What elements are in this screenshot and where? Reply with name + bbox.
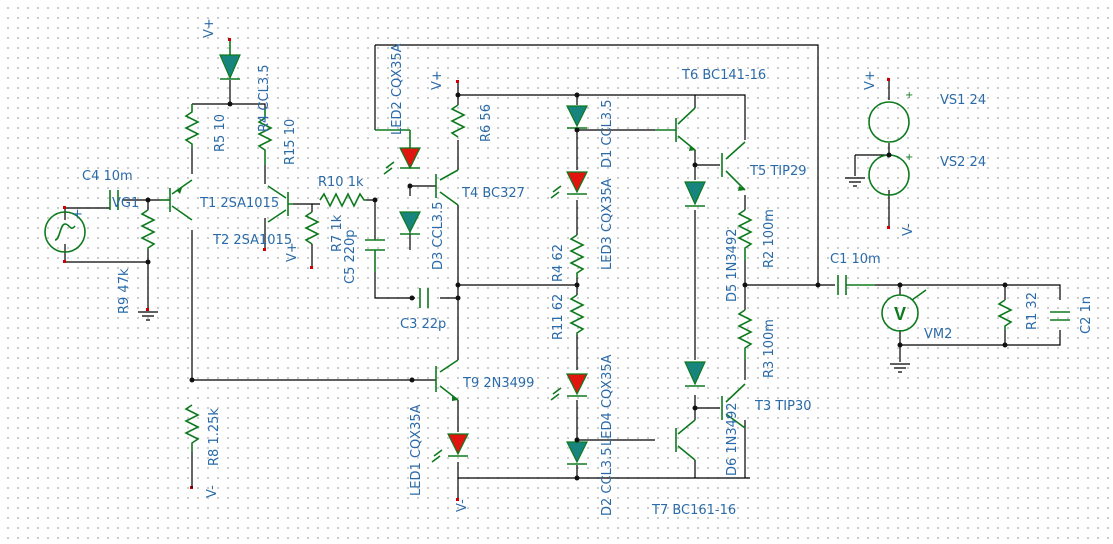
- resistor-r4-62[interactable]: [569, 234, 585, 278]
- label-vs1: VS1 24: [940, 93, 986, 108]
- label-t6: T6 BC141-16: [681, 68, 766, 83]
- resistor-r3[interactable]: [737, 309, 753, 360]
- pin-markers: [63, 38, 890, 501]
- capacitor-c3[interactable]: [419, 288, 429, 308]
- current-source-d2[interactable]: [566, 441, 588, 465]
- label-c3: C3 22p: [400, 317, 446, 332]
- diode-d5[interactable]: [684, 181, 706, 207]
- transistor-t2[interactable]: [267, 185, 293, 223]
- label-vminus-3: V-: [901, 223, 916, 236]
- label-t7: T7 BC161-16: [651, 503, 736, 518]
- diode-d6[interactable]: [684, 361, 706, 387]
- resistor-r8[interactable]: [184, 404, 200, 488]
- resistor-r11[interactable]: [569, 294, 585, 335]
- current-source-r4[interactable]: [219, 40, 241, 80]
- ground-symbols: [845, 177, 910, 373]
- label-r8: R8 1.25k: [207, 408, 222, 466]
- label-t1: T1 2SA1015: [199, 196, 279, 211]
- signal-generator-vg1[interactable]: +: [44, 207, 86, 253]
- capacitor-c5[interactable]: [365, 239, 385, 272]
- label-r6: R6 56: [479, 104, 494, 142]
- svg-text:+: +: [905, 90, 913, 101]
- label-d1: D1 CCL3.5: [600, 100, 615, 169]
- label-vplus-3: V+: [863, 70, 878, 90]
- label-led3: LED3 CQX35A: [600, 178, 615, 270]
- labels: C4 10m VG1 T1 2SA1015 T2 2SA1015 R10 1k …: [82, 18, 1094, 518]
- label-r10: R10 1k: [318, 175, 364, 190]
- label-r4: R4 CCL3.5: [257, 64, 272, 132]
- label-r3: R3 100m: [762, 319, 777, 378]
- label-c2: C2 1n: [1079, 296, 1094, 334]
- label-r5: R5 10: [213, 114, 228, 152]
- label-vminus-2: V-: [455, 499, 470, 512]
- led-led1[interactable]: [431, 433, 469, 463]
- resistor-r10[interactable]: [319, 192, 366, 208]
- label-t9: T9 2N3499: [462, 376, 534, 391]
- label-vplus-2: V+: [430, 70, 445, 90]
- label-r4-62: R4 62: [551, 244, 566, 282]
- led-led3[interactable]: [550, 171, 588, 199]
- label-r1: R1 32: [1025, 292, 1040, 330]
- transistor-t6[interactable]: [655, 107, 696, 151]
- label-c4: C4 10m: [82, 169, 133, 184]
- junction-dots: [145, 92, 1008, 481]
- transistor-t1[interactable]: [160, 179, 193, 221]
- transistor-t5[interactable]: [721, 141, 746, 191]
- capacitor-c4[interactable]: [109, 190, 119, 210]
- label-d5: D5 1N3492: [725, 229, 740, 303]
- resistor-r6[interactable]: [450, 104, 466, 138]
- transistor-t4[interactable]: [435, 169, 459, 206]
- resistor-r9[interactable]: [138, 209, 158, 321]
- supply-vs2[interactable]: +: [868, 152, 913, 196]
- transistor-t9[interactable]: [435, 359, 459, 401]
- voltmeter-vm2[interactable]: V: [881, 289, 927, 332]
- transistor-t7[interactable]: [675, 419, 696, 461]
- label-d6: D6 1N3492: [725, 403, 740, 477]
- led-led2[interactable]: [375, 129, 421, 175]
- label-c5: C5 220p: [343, 229, 358, 284]
- resistor-r5[interactable]: [184, 104, 200, 148]
- label-c1: C1 10m: [830, 252, 881, 267]
- label-r15: R15 10: [283, 119, 298, 165]
- label-vminus-1: V-: [205, 485, 220, 498]
- label-d3: D3 CCL3.5: [431, 202, 446, 271]
- label-led1: LED1 CQX35A: [409, 404, 424, 496]
- label-r9: R9 47k: [117, 268, 132, 314]
- label-r11: R11 62: [551, 294, 566, 340]
- current-source-d3[interactable]: [399, 211, 421, 235]
- capacitor-c2[interactable]: [1050, 311, 1070, 321]
- current-source-d1[interactable]: [566, 105, 588, 129]
- resistor-r15[interactable]: [257, 110, 273, 165]
- label-r2: R2 100m: [762, 209, 777, 268]
- supply-vs1[interactable]: +: [868, 90, 913, 143]
- svg-text:+: +: [72, 207, 83, 222]
- label-r7: R7 1k: [330, 214, 345, 252]
- label-led4: LED4 CQX35A: [600, 354, 615, 446]
- transistor-t3[interactable]: [721, 383, 746, 429]
- label-vm2: VM2: [924, 327, 952, 342]
- label-vg1: VG1: [112, 196, 139, 211]
- resistor-r7[interactable]: [304, 211, 320, 245]
- label-vs2: VS2 24: [940, 155, 986, 170]
- led-led4[interactable]: [550, 373, 588, 401]
- label-t4: T4 BC327: [461, 186, 525, 201]
- label-vplus-1: V+: [202, 18, 217, 38]
- label-t2: T2 2SA1015: [212, 233, 292, 248]
- label-vplus-4: V+: [285, 242, 300, 262]
- svg-text:+: +: [905, 152, 913, 163]
- label-t3: T3 TIP30: [754, 399, 812, 414]
- voltmeter-symbol: V: [894, 304, 906, 324]
- resistor-r2[interactable]: [737, 209, 753, 260]
- resistor-r1[interactable]: [997, 299, 1013, 330]
- label-t5: T5 TIP29: [749, 164, 807, 179]
- capacitor-c1[interactable]: [837, 275, 875, 295]
- label-d2: D2 CCL3.5: [600, 448, 615, 517]
- label-led2: LED2 CQX35A: [390, 43, 405, 135]
